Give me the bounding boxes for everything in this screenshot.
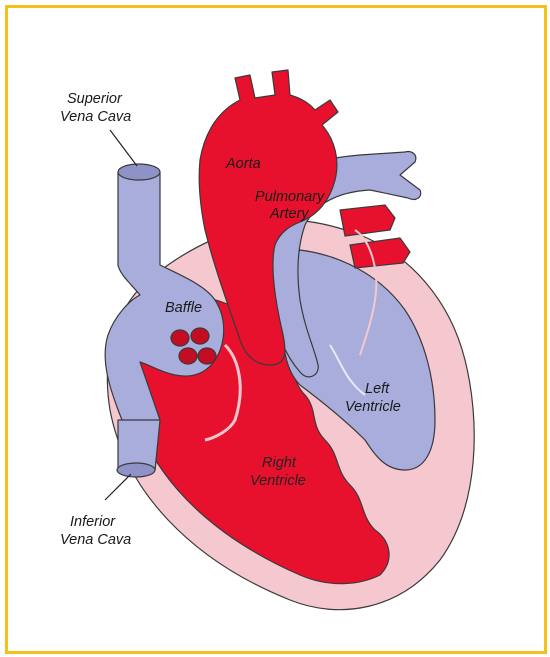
rv-label-line1: Right: [262, 455, 297, 471]
baffle-opening-2: [190, 327, 210, 345]
ivc-opening: [116, 462, 156, 478]
svc-label-line2: Vena Cava: [60, 109, 131, 125]
ivc-label-line2: Vena Cava: [60, 532, 131, 548]
aorta-label: Aorta: [225, 156, 261, 172]
baffle-opening-3: [178, 347, 198, 365]
svc-opening: [117, 163, 161, 181]
baffle-label: Baffle: [165, 300, 202, 316]
lv-label-line2: Ventricle: [345, 399, 401, 415]
rv-label-line2: Ventricle: [250, 473, 306, 489]
septum-line: [354, 229, 378, 356]
pa-label-line1: Pulmonary: [255, 189, 325, 205]
aorta: [198, 69, 339, 366]
pa-label-line2: Artery: [269, 206, 309, 222]
pulmonary-branch-upper: [339, 204, 396, 237]
tricuspid-line: [204, 343, 242, 442]
baffle-opening-4: [197, 347, 217, 365]
mitral-line: [329, 344, 366, 396]
pulmonary-branch-lower: [349, 237, 411, 269]
ivc-pointer: [104, 473, 132, 501]
baffle-opening-1: [170, 329, 190, 347]
lv-label-line1: Left: [365, 381, 390, 397]
superior-vena-cava: [104, 171, 225, 471]
ivc-label-line1: Inferior: [70, 514, 116, 530]
svc-label-line1: Superior: [67, 91, 123, 107]
svc-pointer: [109, 129, 138, 167]
